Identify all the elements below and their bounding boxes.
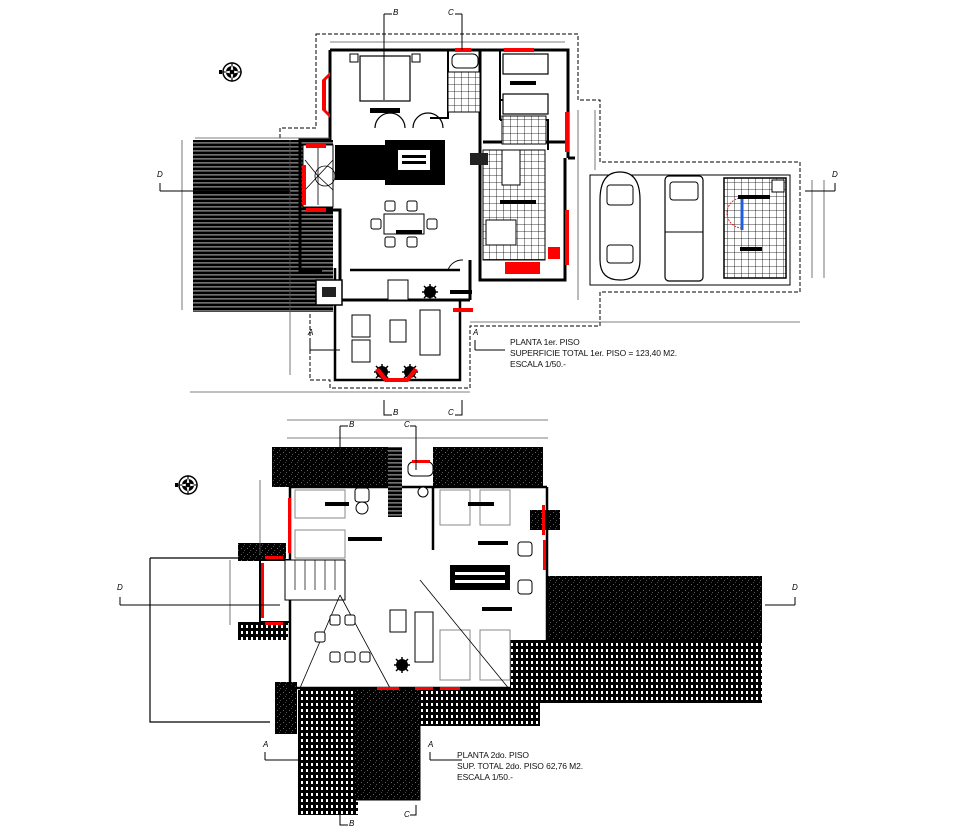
armchair-icon	[351, 314, 371, 338]
north-compass-icon	[174, 474, 199, 496]
sofa-icon	[419, 309, 441, 356]
appliance-icon	[470, 153, 488, 165]
section-mark-b: B	[393, 8, 399, 17]
section-mark-d: D	[792, 583, 798, 592]
section-mark-d: D	[832, 170, 838, 179]
plan-scale: ESCALA 1/50.-	[510, 359, 566, 369]
section-mark-c: C	[448, 8, 454, 17]
section-mark-a: A	[473, 328, 479, 337]
plan-title: PLANTA 2do. PISO	[457, 750, 529, 760]
bed-icon	[502, 53, 549, 75]
first-floor-plan	[159, 13, 836, 416]
windows	[302, 48, 569, 382]
bed-icon	[359, 55, 411, 102]
bed-icon	[502, 93, 549, 115]
section-mark-b: B	[393, 408, 399, 417]
plan-title: PLANTA 1er. PISO	[510, 337, 580, 347]
section-mark-a: A	[263, 740, 269, 749]
second-floor-annotation: PLANTA 2do. PISO SUP. TOTAL 2do. PISO 62…	[457, 750, 583, 783]
north-compass-icon	[218, 61, 243, 83]
car-icon	[599, 171, 641, 281]
second-floor-plan	[119, 419, 796, 826]
first-floor-annotation: PLANTA 1er. PISO SUPERFICIE TOTAL 1er. P…	[510, 337, 677, 370]
section-mark-c: C	[404, 420, 410, 429]
section-mark-d: D	[117, 583, 123, 592]
section-mark-c: C	[448, 408, 454, 417]
section-mark-b: B	[349, 819, 355, 828]
pickup-truck-icon	[664, 175, 704, 282]
section-mark-c: C	[404, 810, 410, 819]
armchair-icon	[351, 339, 371, 363]
plan-area: SUP. TOTAL 2do. PISO 62,76 M2.	[457, 761, 583, 771]
section-mark-b: B	[349, 420, 355, 429]
section-mark-d: D	[157, 170, 163, 179]
section-mark-a: A	[308, 328, 314, 337]
section-mark-a: A	[428, 740, 434, 749]
plan-scale: ESCALA 1/50.-	[457, 772, 513, 782]
plan-area: SUPERFICIE TOTAL 1er. PISO = 123,40 M2.	[510, 348, 678, 358]
roof-hatch	[272, 447, 390, 487]
